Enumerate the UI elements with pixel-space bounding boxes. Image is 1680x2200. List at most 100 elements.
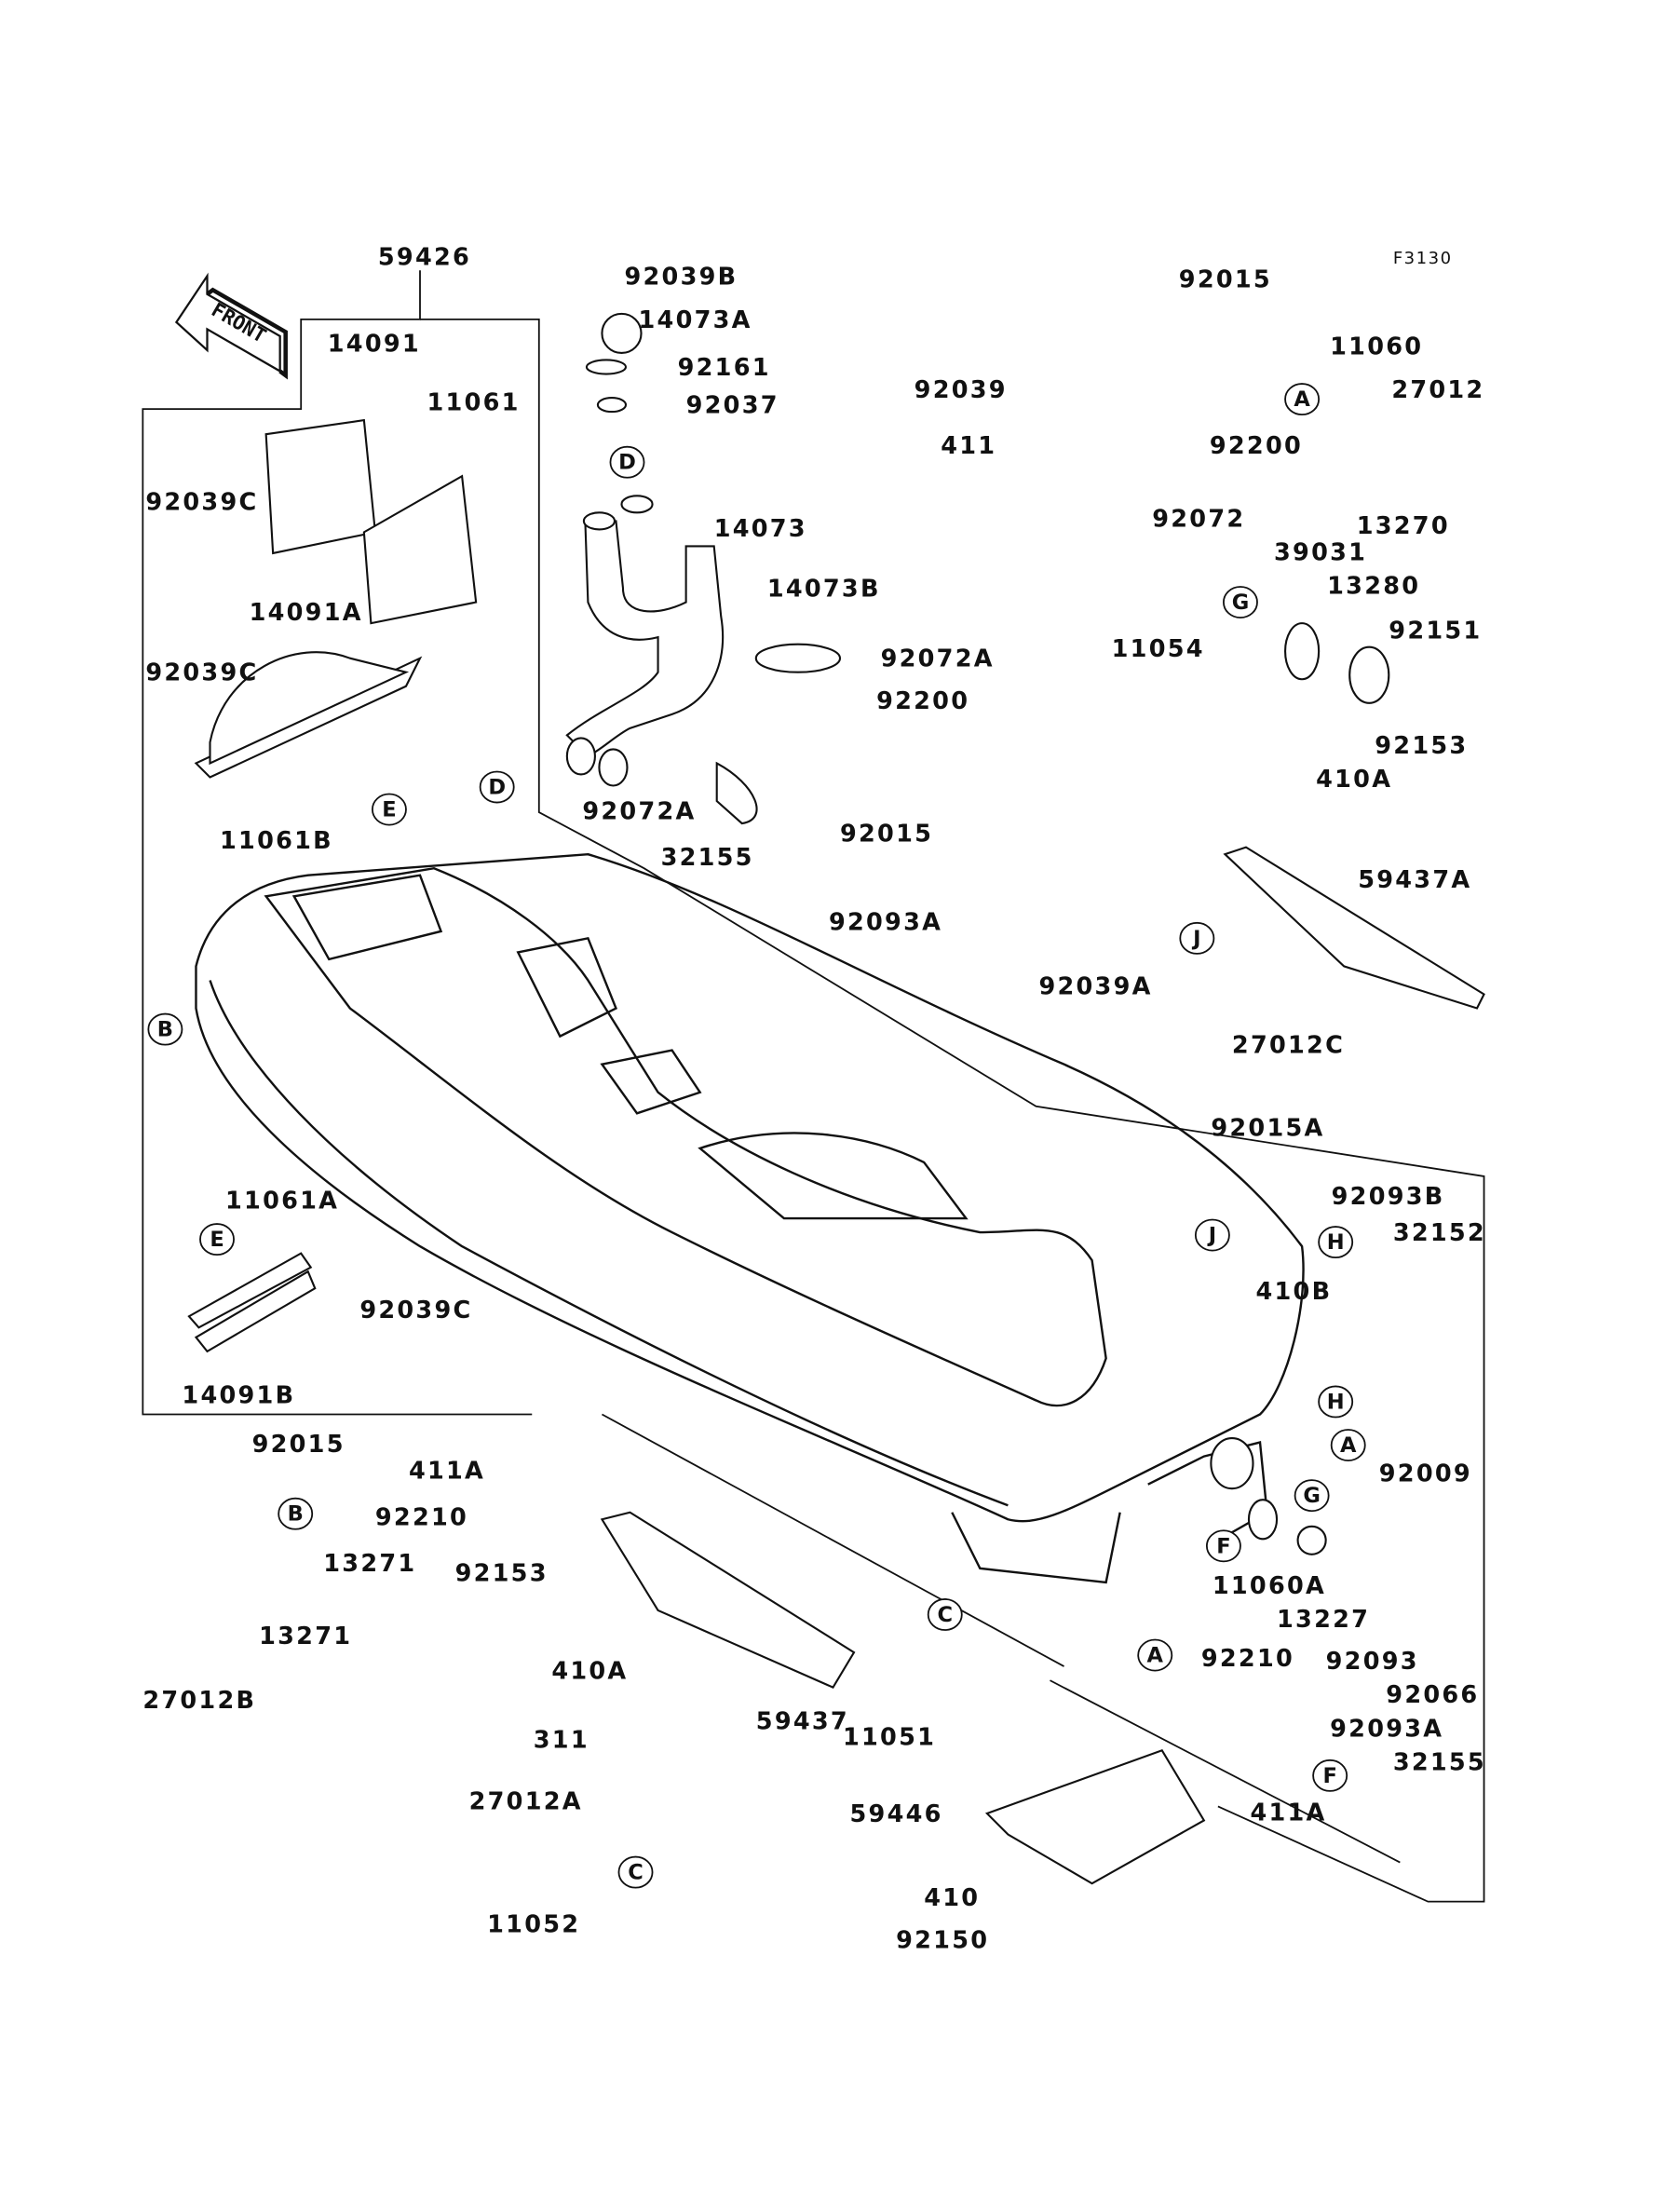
part-label-92093a: 92093A	[1330, 1715, 1443, 1743]
reference-letter-text: A	[1294, 387, 1310, 412]
part-label-11061: 11061	[427, 389, 521, 417]
part-label-59426: 59426	[378, 243, 471, 271]
reference-circle	[927, 1598, 963, 1631]
part-label-13270: 13270	[1357, 512, 1450, 540]
part-label-410: 410	[924, 1884, 980, 1912]
part-label-92093b: 92093B	[1332, 1183, 1445, 1211]
part-label-32152: 32152	[1393, 1219, 1486, 1247]
reference-letter-text: C	[937, 1603, 953, 1627]
reference-letter-text: F	[1322, 1764, 1336, 1788]
hull-body	[195, 852, 1305, 1584]
part-label-92200: 92200	[876, 687, 969, 715]
reference-letter-d: D	[609, 445, 645, 479]
reference-letter-e: E	[371, 793, 407, 826]
reference-letter-a: A	[1284, 383, 1321, 416]
part-label-13227: 13227	[1277, 1606, 1370, 1634]
reference-letter-text: H	[1327, 1390, 1345, 1414]
reference-circle	[617, 1855, 654, 1889]
reference-letter-text: G	[1303, 1484, 1321, 1508]
reference-letter-j: J	[1194, 1218, 1230, 1252]
part-label-92072a: 92072A	[582, 798, 696, 826]
reference-letter-b: B	[278, 1497, 314, 1530]
reference-circle	[1294, 1479, 1330, 1513]
part-label-410b: 410B	[1255, 1278, 1332, 1306]
reference-circle	[1318, 1385, 1354, 1419]
part-label-14073: 14073	[714, 515, 807, 543]
part-label-92161: 92161	[678, 354, 771, 382]
reference-letter-text: J	[1207, 1224, 1216, 1248]
part-label-92037: 92037	[686, 392, 779, 420]
part-label-92039: 92039	[915, 376, 1008, 404]
part-label-59437a: 59437A	[1358, 866, 1471, 894]
reference-circle	[1318, 1226, 1354, 1259]
part-label-410a: 410A	[551, 1658, 628, 1686]
part-label-39031: 39031	[1274, 538, 1367, 566]
reference-letter-g: G	[1294, 1479, 1330, 1513]
part-label-14073a: 14073A	[639, 306, 752, 334]
part-label-14073b: 14073B	[767, 576, 881, 604]
figure-code: F3130	[1393, 249, 1453, 268]
part-label-92015: 92015	[1179, 265, 1272, 293]
reference-letter-text: A	[1147, 1644, 1164, 1668]
reference-circle	[1179, 921, 1215, 955]
part-label-410a: 410A	[1316, 766, 1392, 794]
part-label-92039c: 92039C	[359, 1297, 472, 1324]
reference-circle	[278, 1497, 314, 1530]
part-label-411a: 411A	[1250, 1799, 1326, 1827]
part-label-14091: 14091	[328, 330, 421, 358]
reference-letter-text: H	[1327, 1230, 1345, 1255]
part-label-59437: 59437	[756, 1708, 849, 1736]
reference-letter-h: H	[1318, 1226, 1354, 1259]
reference-circle	[479, 770, 515, 804]
part-label-92009: 92009	[1379, 1460, 1472, 1488]
part-label-92015: 92015	[252, 1431, 345, 1459]
reference-letter-text: D	[488, 776, 506, 800]
reference-letter-f: F	[1312, 1759, 1348, 1792]
reference-letter-text: A	[1340, 1433, 1357, 1458]
part-label-27012a: 27012A	[469, 1787, 583, 1815]
part-label-11054: 11054	[1112, 635, 1205, 663]
reference-letter-text: D	[618, 451, 636, 475]
part-label-27012: 27012	[1391, 376, 1484, 404]
part-label-92072a: 92072A	[881, 645, 995, 673]
part-label-32155: 32155	[1393, 1748, 1486, 1776]
reference-circle	[1312, 1759, 1348, 1792]
reference-letter-d: D	[479, 770, 515, 804]
front-arrow-icon: FRONT	[174, 272, 288, 380]
reference-circle	[1330, 1429, 1366, 1462]
reference-circle	[609, 445, 645, 479]
part-label-59446: 59446	[850, 1800, 943, 1828]
reference-letter-c: C	[617, 1855, 654, 1889]
reference-letter-g: G	[1223, 586, 1258, 619]
part-label-92093a: 92093A	[829, 908, 942, 936]
part-label-311: 311	[534, 1726, 589, 1754]
reference-letter-e: E	[199, 1223, 235, 1256]
part-label-92039c: 92039C	[145, 659, 258, 687]
reference-letter-a: A	[1137, 1638, 1173, 1672]
part-label-11052: 11052	[487, 1911, 580, 1939]
reference-letter-text: E	[210, 1228, 224, 1252]
reference-circle	[371, 793, 407, 826]
part-label-92039b: 92039B	[624, 263, 738, 291]
hatch-cover-parts	[187, 418, 478, 1353]
reference-circle	[1223, 586, 1258, 619]
part-label-13280: 13280	[1327, 573, 1420, 601]
part-label-92093: 92093	[1326, 1648, 1419, 1676]
part-label-92039c: 92039C	[145, 488, 258, 516]
part-label-92153: 92153	[1375, 732, 1468, 760]
part-label-92015: 92015	[840, 821, 933, 849]
assembly-outline	[142, 270, 1485, 1903]
part-label-411: 411	[941, 432, 996, 460]
reference-letter-text: G	[1232, 591, 1250, 615]
part-label-92210: 92210	[1201, 1645, 1294, 1673]
reference-letter-text: C	[628, 1861, 644, 1885]
reference-circle	[1194, 1218, 1230, 1252]
part-label-14091b: 14091B	[182, 1381, 295, 1409]
part-labels: 5942692039B14073A92161920371409111061920…	[142, 243, 1486, 1954]
reference-letter-f: F	[1205, 1529, 1241, 1563]
part-label-27012c: 27012C	[1232, 1032, 1345, 1060]
reference-letter-text: J	[1191, 927, 1200, 951]
part-label-92153: 92153	[455, 1559, 549, 1587]
part-label-92150: 92150	[896, 1926, 989, 1954]
